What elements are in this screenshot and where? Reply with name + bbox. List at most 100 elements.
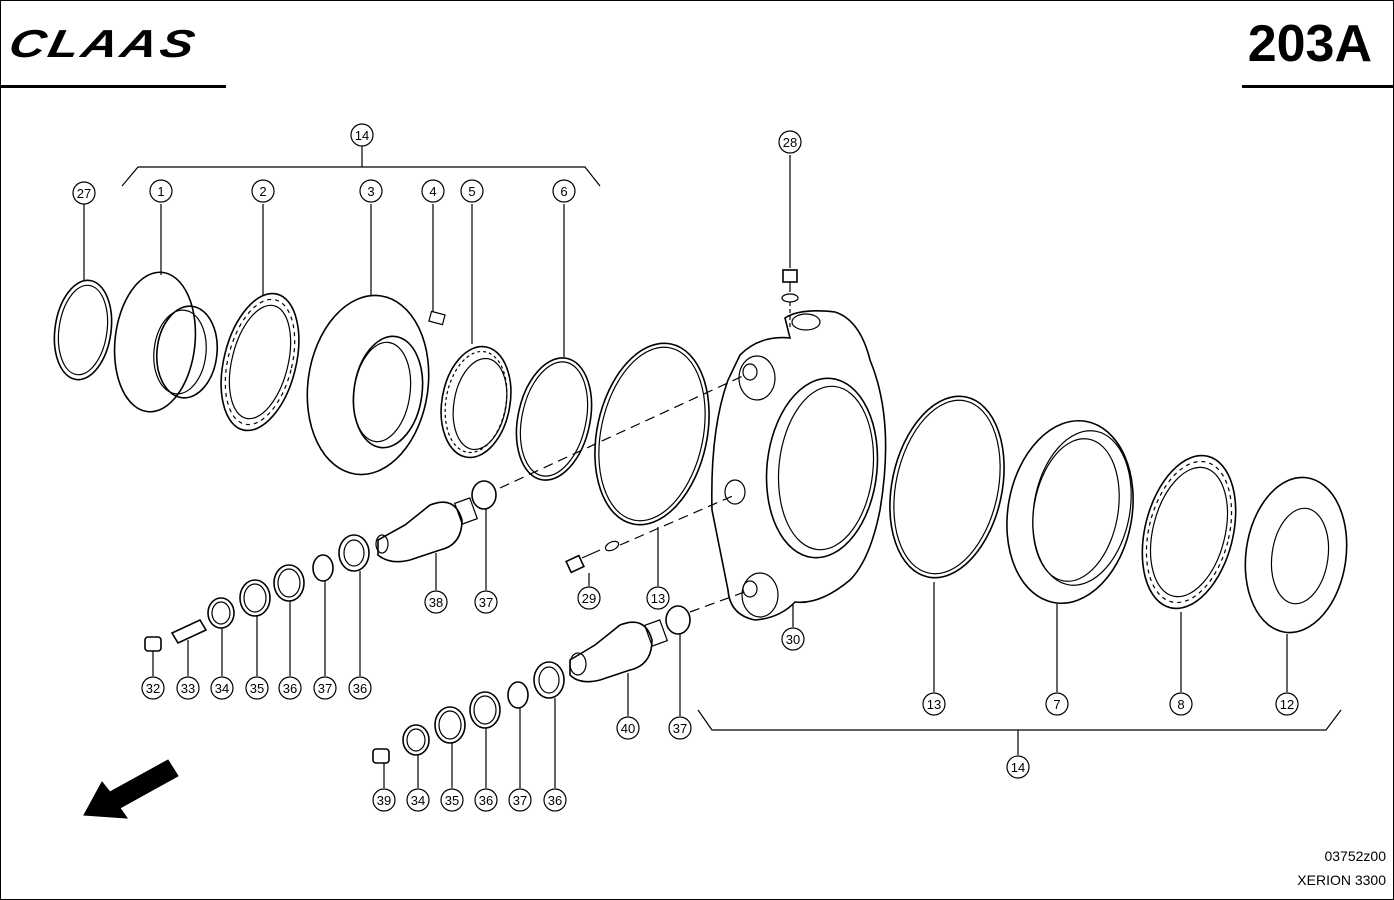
callout-40: 40 (616, 716, 640, 740)
part-3-thrust-ring (306, 294, 430, 476)
assembly-axis (619, 494, 736, 546)
part-36-seal (533, 661, 565, 699)
svg-text:39: 39 (377, 793, 391, 808)
part-13-oring (594, 342, 710, 526)
svg-text:36: 36 (479, 793, 493, 808)
part-4-pin (428, 310, 446, 326)
callout-13: 13 (646, 586, 670, 610)
svg-text:6: 6 (560, 184, 567, 199)
part-32-cap (144, 636, 162, 652)
callout-37: 37 (474, 590, 498, 614)
svg-text:36: 36 (548, 793, 562, 808)
svg-text:40: 40 (621, 721, 635, 736)
svg-text:36: 36 (283, 681, 297, 696)
svg-text:13: 13 (927, 697, 941, 712)
part-37-oring (471, 480, 497, 510)
part-29-bolt (565, 540, 620, 574)
part-30-housing (711, 310, 887, 621)
svg-text:27: 27 (77, 186, 91, 201)
header-rule-left (0, 85, 226, 88)
part-7-bearing-cup (1006, 419, 1134, 605)
svg-text:35: 35 (445, 793, 459, 808)
svg-text:7: 7 (1053, 697, 1060, 712)
part-35-washer (434, 706, 466, 744)
svg-text:32: 32 (146, 681, 160, 696)
direction-arrow-icon (83, 759, 179, 819)
callout-2: 2 (251, 179, 275, 203)
callout-12: 12 (1275, 692, 1299, 716)
part-34-ring (402, 724, 430, 756)
part-39-cap (372, 748, 390, 764)
svg-text:13: 13 (651, 591, 665, 606)
callout-28: 28 (778, 130, 802, 154)
callout-33: 33 (176, 676, 200, 700)
group-bracket-top (121, 166, 601, 187)
part-2-needle-bearing (220, 292, 300, 432)
part-13-oring-right (889, 395, 1005, 579)
part-8-needle-bearing (1141, 454, 1237, 610)
assembly-axis (689, 589, 751, 613)
part-36-seal (338, 534, 370, 572)
drawing-number: 03752z00 (1324, 848, 1386, 864)
callout-38: 38 (424, 590, 448, 614)
svg-text:37: 37 (479, 595, 493, 610)
callout-7: 7 (1045, 692, 1069, 716)
callout-14-bottom: 14 (1006, 755, 1030, 779)
svg-text:14: 14 (1011, 760, 1025, 775)
callout-32: 32 (141, 676, 165, 700)
part-40-valve (569, 619, 669, 683)
part-12-thrust-washer (1244, 476, 1348, 634)
callout-1: 1 (149, 179, 173, 203)
callout-37: 37 (508, 788, 532, 812)
callout-36: 36 (474, 788, 498, 812)
callout-14-top: 14 (350, 123, 374, 147)
callout-36: 36 (278, 676, 302, 700)
callout-35: 35 (245, 676, 269, 700)
callout-6: 6 (552, 179, 576, 203)
part-33-screw (170, 618, 208, 645)
callout-5: 5 (460, 179, 484, 203)
svg-text:30: 30 (786, 632, 800, 647)
svg-text:29: 29 (582, 591, 596, 606)
svg-text:34: 34 (411, 793, 425, 808)
assembly-axis (499, 374, 746, 489)
part-28-bolt (781, 269, 799, 330)
svg-text:3: 3 (367, 184, 374, 199)
callout-37: 37 (668, 716, 692, 740)
part-37-oring (507, 681, 529, 709)
callout-4: 4 (421, 179, 445, 203)
callout-34: 34 (210, 676, 234, 700)
part-37-oring (665, 605, 691, 635)
part-34-ring (207, 597, 235, 629)
svg-text:14: 14 (355, 128, 369, 143)
part-5-sensor-ring (440, 345, 512, 459)
callout-34: 34 (406, 788, 430, 812)
svg-text:4: 4 (429, 184, 436, 199)
part-36-seal (469, 691, 501, 729)
model-name: XERION 3300 (1297, 872, 1386, 888)
part-1-bearing-race (113, 271, 219, 413)
callout-35: 35 (440, 788, 464, 812)
group-bracket-bottom (697, 709, 1342, 731)
svg-text:38: 38 (429, 595, 443, 610)
svg-text:36: 36 (353, 681, 367, 696)
header-rule-right (1242, 85, 1394, 88)
part-37-oring (312, 554, 334, 582)
part-6-oring (515, 357, 593, 481)
svg-text:2: 2 (259, 184, 266, 199)
callout-29: 29 (577, 586, 601, 610)
svg-text:33: 33 (181, 681, 195, 696)
part-35-washer (239, 579, 271, 617)
svg-text:28: 28 (783, 135, 797, 150)
callout-30: 30 (781, 627, 805, 651)
part-38-valve (375, 497, 479, 563)
svg-text:5: 5 (468, 184, 475, 199)
part-27-oring (53, 279, 113, 381)
callout-36: 36 (348, 676, 372, 700)
svg-text:37: 37 (513, 793, 527, 808)
callout-8: 8 (1169, 692, 1193, 716)
part-36-seal (273, 564, 305, 602)
callout-27: 27 (72, 181, 96, 205)
svg-text:1: 1 (157, 184, 164, 199)
